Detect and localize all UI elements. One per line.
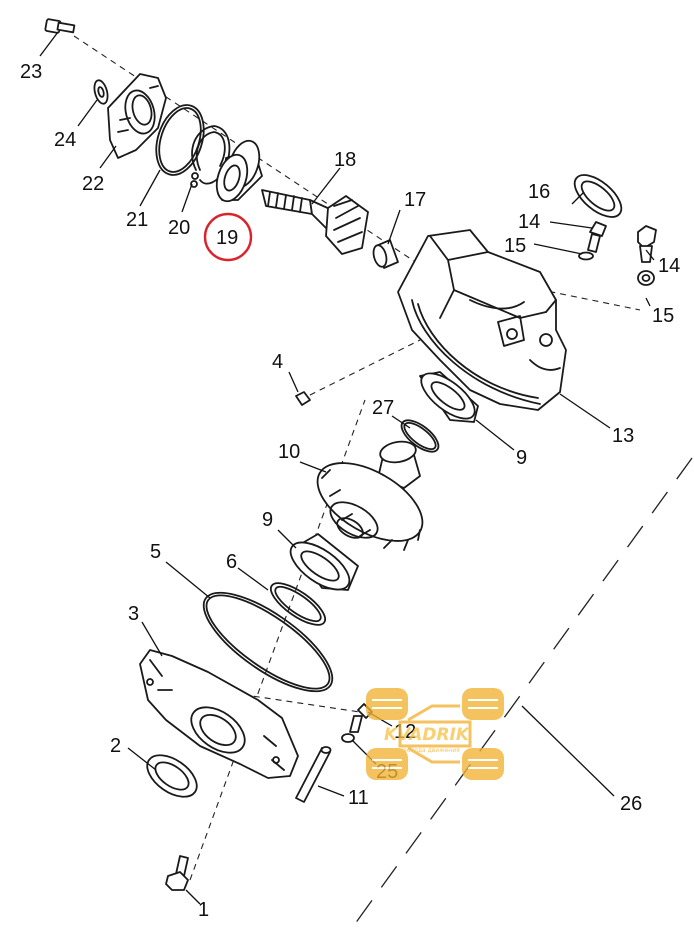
callout-6: 6 <box>226 551 237 573</box>
part-15-washer-right <box>637 270 655 286</box>
callout-3: 3 <box>128 603 139 625</box>
watermark-brand: KVADRIK <box>384 725 471 745</box>
callout-15-right: 15 <box>652 305 674 327</box>
part-4-dowel <box>295 391 311 406</box>
part-1-bolt <box>165 855 189 891</box>
part-6-shim <box>269 582 327 626</box>
callout-14-right: 14 <box>658 255 680 277</box>
callout-14-upper: 14 <box>518 211 540 233</box>
part-9-bearing-upper <box>419 371 479 423</box>
callout-labels: 23 24 22 21 20 19 18 17 16 14 15 14 15 4… <box>20 61 680 921</box>
part-10-ring-gear <box>316 440 424 551</box>
callout-11: 11 <box>348 787 369 809</box>
callout-23: 23 <box>20 61 42 83</box>
part-11-pin <box>295 746 332 803</box>
callout-9-upper: 9 <box>516 447 527 469</box>
callout-4: 4 <box>272 351 283 373</box>
callout-26: 26 <box>620 793 642 815</box>
callout-27: 27 <box>372 397 394 419</box>
part-14-plug-right <box>637 225 657 263</box>
kvadrik-watermark-logo: KVADRIK свобода движения <box>366 688 504 780</box>
part-5-large-o-ring <box>202 591 334 693</box>
callout-13: 13 <box>612 425 634 447</box>
part-19-bearing <box>215 139 263 203</box>
callout-22: 22 <box>82 173 104 195</box>
part-13-gear-housing <box>397 229 567 411</box>
part-15-washer-upper <box>578 251 594 261</box>
callout-20: 20 <box>168 217 190 239</box>
callout-16: 16 <box>528 181 550 203</box>
callout-10: 10 <box>278 441 300 463</box>
callout-21: 21 <box>126 209 148 231</box>
part-20-circlip <box>190 125 231 188</box>
part-25-washer <box>341 733 355 743</box>
callout-17: 17 <box>404 189 426 211</box>
part-3-rear-cover <box>139 649 299 779</box>
callout-1: 1 <box>198 899 209 921</box>
part-2-oil-seal <box>146 754 198 798</box>
callout-5: 5 <box>150 541 161 563</box>
watermark-tagline: свобода движения <box>400 747 460 754</box>
callout-9-lower: 9 <box>262 509 273 531</box>
part-22-cover <box>107 73 167 159</box>
callout-2: 2 <box>110 735 121 757</box>
part-14-bolt-upper <box>587 221 607 253</box>
callout-19: 19 <box>216 227 238 249</box>
part-24-washer <box>93 79 109 105</box>
callout-24: 24 <box>54 129 76 151</box>
callout-15-upper: 15 <box>504 235 526 257</box>
highlight-ring-19 <box>203 212 253 262</box>
part-9-bearing-lower <box>289 533 359 591</box>
callout-18: 18 <box>334 149 356 171</box>
part-18-pinion-shaft <box>261 189 369 255</box>
outline-boundary <box>351 457 693 929</box>
part-17-bushing <box>372 239 399 269</box>
part-16-oil-seal <box>573 174 623 218</box>
part-23-bolt <box>44 18 76 34</box>
